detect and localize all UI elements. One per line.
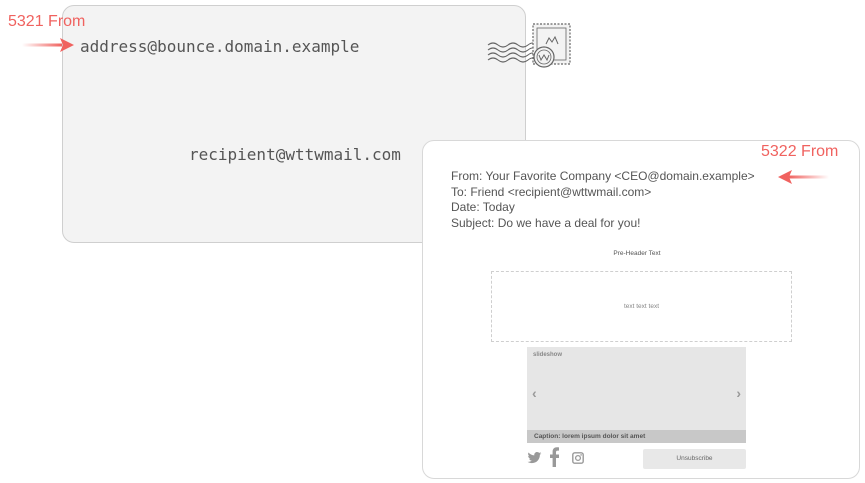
slideshow-label: slideshow [533, 352, 563, 358]
envelope-card: address@bounce.domain.example recipient@… [62, 5, 571, 243]
slideshow-caption: Caption: lorem ipsum dolor sit amet [527, 430, 746, 443]
annotation-5322-label: 5322 From [761, 143, 839, 160]
unsubscribe-button[interactable]: Unsubscribe [643, 449, 746, 469]
body-text-block: text text text [491, 271, 792, 342]
annotation-5321-arrow [22, 38, 74, 52]
slideshow: slideshow ‹ › Caption: lorem ipsum dolor… [527, 347, 746, 443]
slideshow-next-icon[interactable]: › [736, 385, 741, 401]
twitter-icon[interactable] [527, 451, 542, 465]
header-to-line: To: Friend <recipient@wttwmail.com> [451, 185, 652, 199]
instagram-icon[interactable] [572, 452, 584, 464]
email-message-card: From: Your Favorite Company <CEO@domain.… [422, 140, 860, 479]
body-text: text text text [623, 303, 660, 310]
facebook-icon[interactable] [550, 447, 559, 467]
postage-stamp-icon [487, 23, 571, 68]
header-date-line: Date: Today [451, 200, 515, 214]
annotation-5322-arrow [778, 170, 829, 184]
envelope-to-address: recipient@wttwmail.com [189, 145, 401, 164]
header-subject-line: Subject: Do we have a deal for you! [451, 216, 641, 230]
envelope-from-address: address@bounce.domain.example [80, 37, 360, 56]
annotation-5321-label: 5321 From [8, 13, 86, 30]
preheader-text: Pre-Header Text [613, 250, 661, 257]
header-from-line: From: Your Favorite Company <CEO@domain.… [451, 169, 755, 183]
slideshow-prev-icon[interactable]: ‹ [532, 385, 537, 401]
